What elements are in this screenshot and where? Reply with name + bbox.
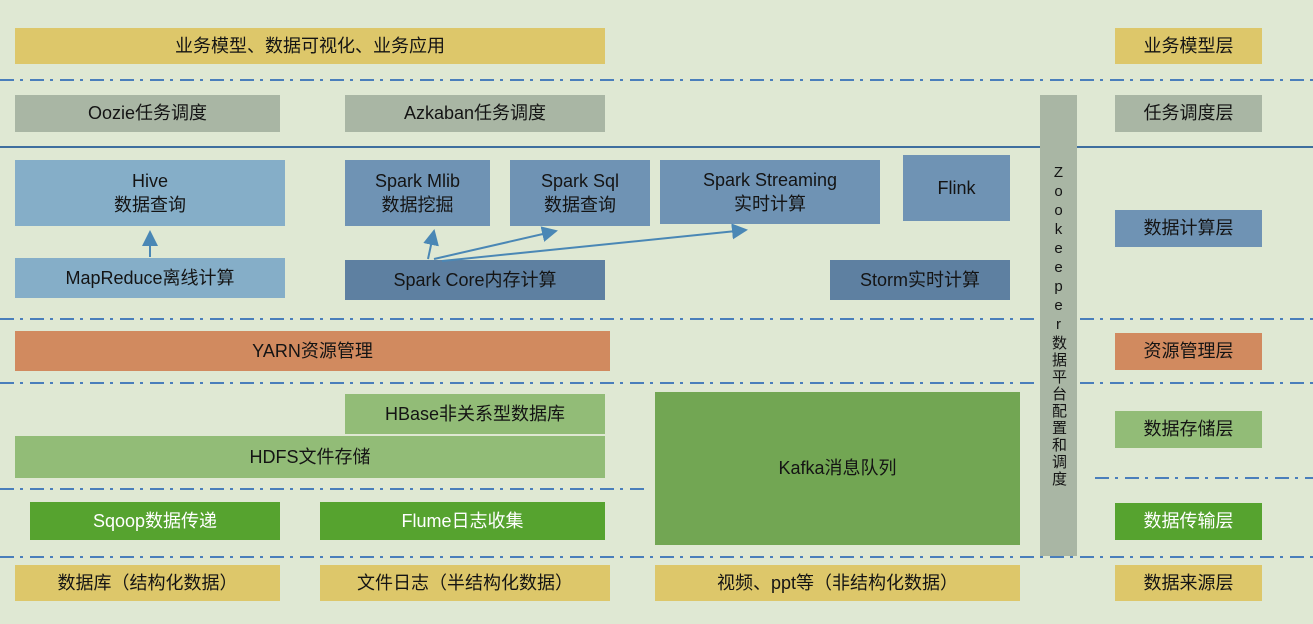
layer-label-scheduling: 任务调度层 xyxy=(1115,95,1262,132)
storm-box: Storm实时计算 xyxy=(830,260,1010,300)
arrow-sparkcore-to-sql xyxy=(433,226,558,260)
divider-resource-storage xyxy=(0,382,1313,384)
zookeeper-bar: Zookeeper数据平台配置和调度 xyxy=(1040,95,1077,556)
hdfs-box: HDFS文件存储 xyxy=(15,436,605,478)
divider-storage-transport-left xyxy=(0,488,645,490)
arrow-sparkcore-to-streaming xyxy=(441,223,748,262)
azkaban-box: Azkaban任务调度 xyxy=(345,95,605,132)
layer-label-business: 业务模型层 xyxy=(1115,28,1262,64)
mapreduce-box: MapReduce离线计算 xyxy=(15,258,285,298)
source-db-box: 数据库（结构化数据） xyxy=(15,565,280,601)
oozie-box: Oozie任务调度 xyxy=(15,95,280,132)
layer-label-resource: 资源管理层 xyxy=(1115,333,1262,370)
source-media-box: 视频、ppt等（非结构化数据） xyxy=(655,565,1020,601)
layer-label-source: 数据来源层 xyxy=(1115,565,1262,601)
layer-label-transport: 数据传输层 xyxy=(1115,503,1262,540)
layer-label-storage: 数据存储层 xyxy=(1115,411,1262,448)
divider-transport-source xyxy=(0,556,1313,558)
flink-box: Flink xyxy=(903,155,1010,221)
layer-label-compute: 数据计算层 xyxy=(1115,210,1262,247)
spark-core-box: Spark Core内存计算 xyxy=(345,260,605,300)
business-apps-box: 业务模型、数据可视化、业务应用 xyxy=(15,28,605,64)
kafka-box: Kafka消息队列 xyxy=(655,392,1020,545)
hive-box: Hive 数据查询 xyxy=(15,160,285,226)
spark-sql-box: Spark Sql 数据查询 xyxy=(510,160,650,226)
divider-compute-resource xyxy=(0,318,1313,320)
divider-storage-transport-right xyxy=(1095,477,1313,479)
source-files-box: 文件日志（半结构化数据） xyxy=(320,565,610,601)
spark-mlib-box: Spark Mlib 数据挖掘 xyxy=(345,160,490,226)
hbase-box: HBase非关系型数据库 xyxy=(345,394,605,434)
divider-business-scheduling xyxy=(0,79,1313,81)
spark-streaming-box: Spark Streaming 实时计算 xyxy=(660,160,880,224)
flume-box: Flume日志收集 xyxy=(320,502,605,540)
divider-scheduling-compute xyxy=(0,146,1313,148)
sqoop-box: Sqoop数据传递 xyxy=(30,502,280,540)
arrow-sparkcore-to-mlib xyxy=(423,229,439,260)
yarn-box: YARN资源管理 xyxy=(15,331,610,371)
